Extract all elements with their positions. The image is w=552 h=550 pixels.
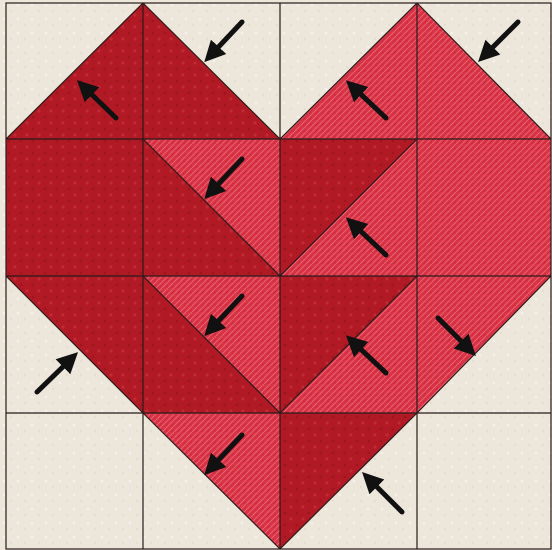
- row-2: [6, 139, 551, 276]
- patch-r2c4: [417, 139, 551, 276]
- patch-r2c1: [6, 139, 143, 276]
